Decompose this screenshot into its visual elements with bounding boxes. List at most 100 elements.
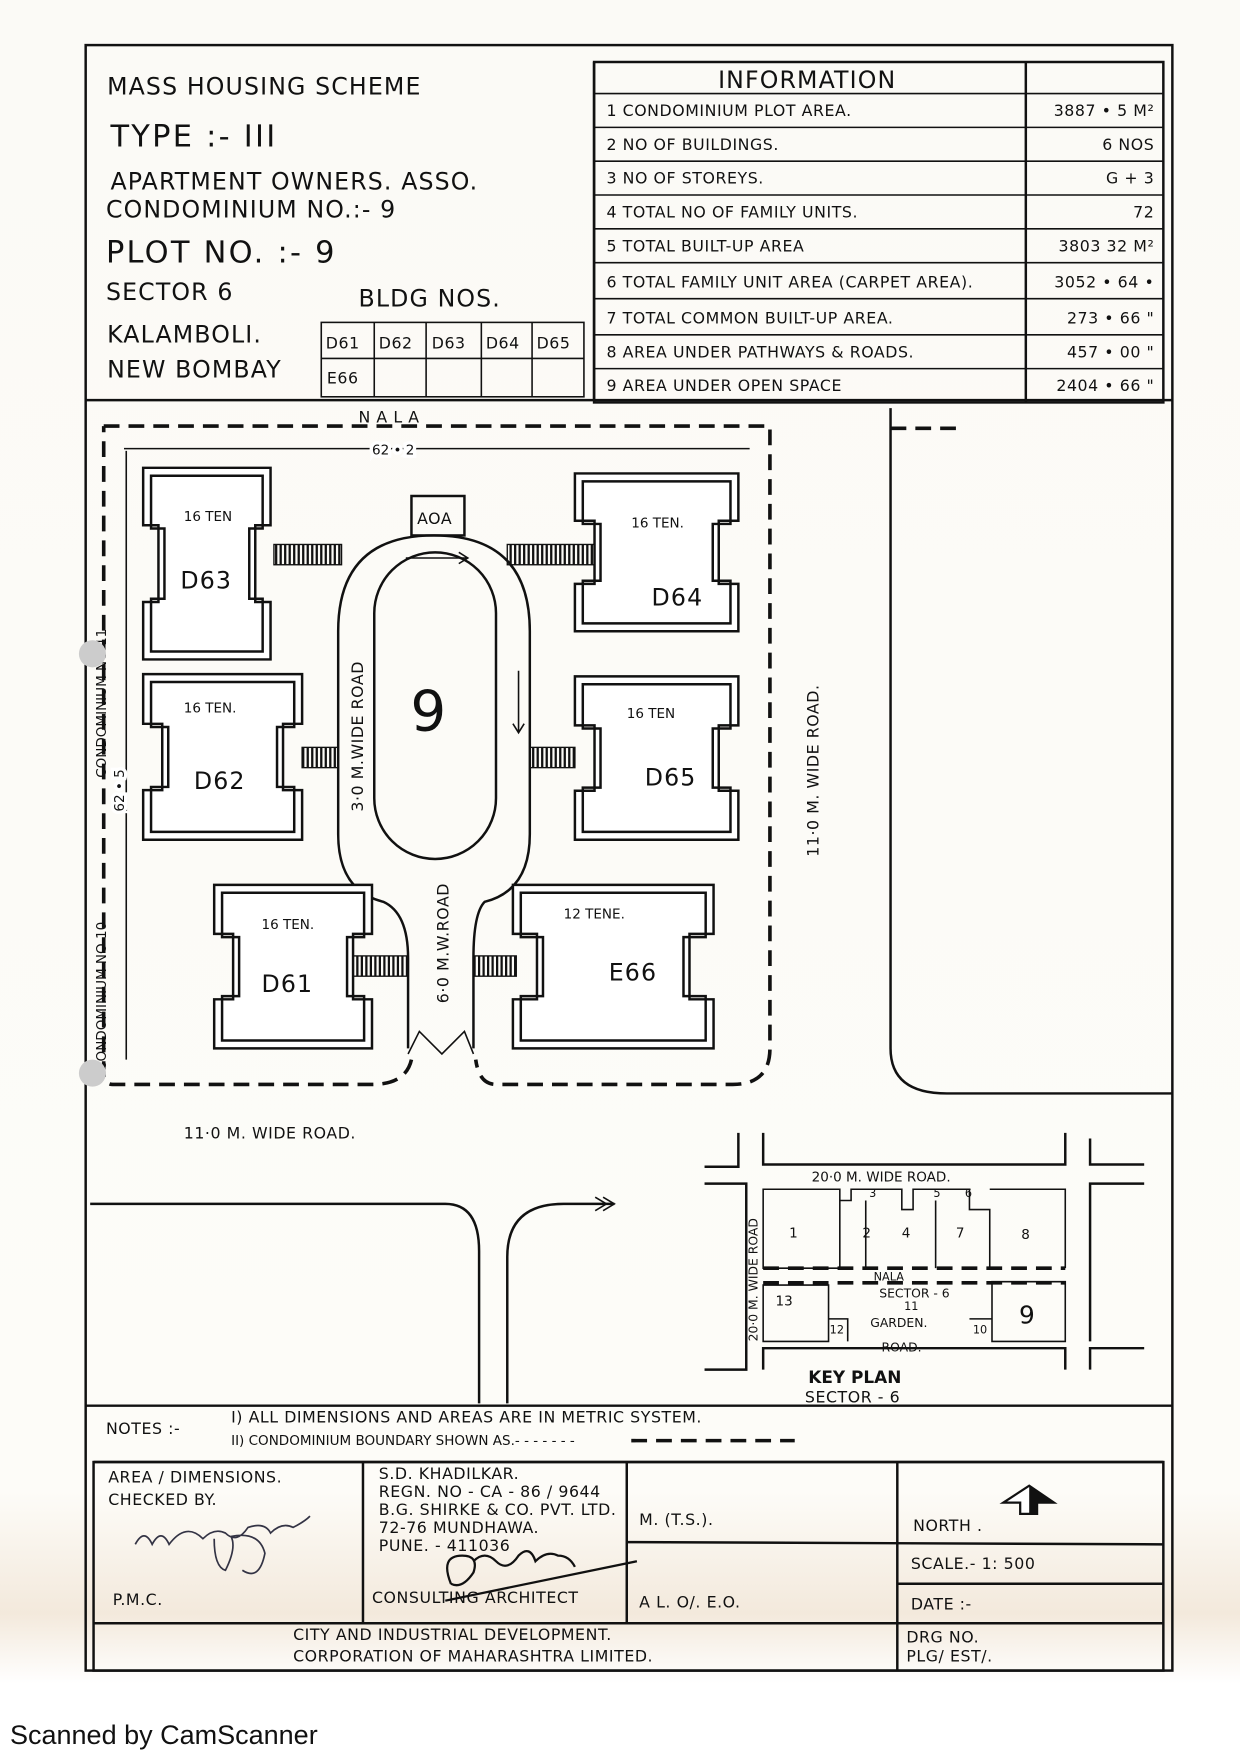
right-road-label: 11·0 M. WIDE ROAD. [803,684,822,856]
building-id: D61 [262,970,314,998]
tenement-label: 16 TEN. [184,700,237,716]
building-numbers-table: D61 D62 D63 D64 D65 E66 [320,321,585,398]
building-footprint [581,683,732,834]
building-footprint [573,472,740,633]
info-row-value: 3887 • 5 M² [1054,101,1155,120]
building-footprint [511,883,715,1050]
city-label: NEW BOMBAY [107,356,282,384]
key-garden: GARDEN. [870,1315,927,1330]
architect-line: B.G. SHIRKE & CO. PVT. LTD. [379,1500,617,1519]
info-row-label: 9 AREA UNDER OPEN SPACE [606,376,842,395]
drawing-number: PLG/ EST/. [906,1647,992,1666]
dimension-left: 62 • 5 [112,769,128,811]
aoa-building [410,494,466,537]
org-name: CITY AND INDUSTRIAL DEVELOPMENT. [293,1625,612,1644]
info-row-label: 4 TOTAL NO OF FAMILY UNITS. [606,203,858,222]
architect-signature [445,1549,638,1602]
info-row-value: 3803 32 M² [1059,236,1155,255]
building-id: E66 [609,959,657,987]
info-row-label: 2 NO OF BUILDINGS. [606,135,779,154]
left-neighbor-label: CONDOMINIUM NO 10 [94,922,110,1071]
arrow-icon [574,1196,616,1212]
plot-label: 6 [965,1187,972,1200]
inner-road-label: 3·0 M.WIDE ROAD [348,661,367,812]
info-row-value: 6 NOS [1102,135,1154,154]
information-header: INFORMATION [718,66,896,94]
info-row-value: 2404 • 66 " [1056,376,1154,395]
org-name: CORPORATION OF MAHARASHTRA LIMITED. [293,1647,653,1666]
plot-label: 3 [869,1187,876,1200]
site-plan: N A L A 62 • 2 62 • 5 CONDOMINIUM NO 11 … [78,408,1173,1404]
bldg-nos-label: BLDG NOS. [358,285,500,313]
aoa-label: AOA [417,509,452,528]
scanner-watermark: Scanned by CamScanner [10,1720,318,1750]
building-id: D63 [180,566,232,594]
building-footprint [220,891,366,1042]
information-table: INFORMATION 1 CONDOMINIUM PLOT AREA.3887… [592,60,1165,404]
walkway [472,955,517,977]
key-plan-title: KEY PLAN [808,1367,901,1387]
plot-label: 9 [1019,1300,1035,1329]
building-footprint [149,474,264,653]
note-2: II) CONDOMINIUM BOUNDARY SHOWN AS.- - - … [231,1433,575,1449]
internal-road [336,534,532,1049]
key-nala: NALA [874,1271,905,1284]
info-row-label: 3 NO OF STOREYS. [606,169,763,188]
condominium-label: CONDOMINIUM NO.:- 9 [106,196,396,224]
key-bottom-road: ROAD. [882,1340,922,1355]
scale-label: SCALE.- 1: 500 [911,1554,1036,1573]
neck-road-label: 6·0 M.W.ROAD [434,883,453,1003]
road-edge [506,1202,615,1404]
scheme-title: MASS HOUSING SCHEME [107,73,421,101]
key-sector: SECTOR - 6 [879,1285,950,1300]
plot-label: 7 [956,1226,965,1242]
north-label: NORTH . [913,1516,982,1535]
dimension-top: 62 • 2 [372,442,414,458]
pmc-label: P.M.C. [113,1590,163,1609]
architect-line: S.D. KHADILKAR. [379,1464,519,1483]
walkway [301,746,339,769]
walkway [273,543,343,566]
building-id: D62 [194,767,246,795]
bottom-road-label: 11·0 M. WIDE ROAD. [184,1124,356,1143]
key-plan-roads [704,1132,1145,1371]
plot-label: 10 [973,1324,987,1337]
plot-label: PLOT NO. :- 9 [106,236,337,271]
plot-label: 1 [789,1226,798,1242]
info-row-label: 5 TOTAL BUILT-UP AREA [606,236,804,255]
plot-label: 12 [830,1324,844,1337]
road-edge [90,1202,481,1404]
note-1: I) ALL DIMENSIONS AND AREAS ARE IN METRI… [231,1408,702,1427]
building-footprint [212,883,374,1050]
walkway [529,746,576,769]
building-footprint [141,466,272,661]
info-row-value: 457 • 00 " [1067,342,1154,361]
sector-label: SECTOR 6 [106,278,234,306]
key-plan: 20·0 M. WIDE ROAD. 20·0 M. WIDE ROAD 1 2… [704,1132,1145,1406]
tenement-label: 12 TENE. [564,907,625,923]
plot-label: 5 [933,1187,940,1200]
architect-line: 72-76 MUNDHAWA. [379,1518,539,1537]
key-left-road: 20·0 M. WIDE ROAD [746,1218,761,1341]
tenement-label: 16 TEN. [631,516,684,532]
association-label: APARTMENT OWNERS. ASSO. [110,167,478,195]
info-row-label: 8 AREA UNDER PATHWAYS & ROADS. [606,342,914,361]
info-row-value: 3052 • 64 • [1054,272,1154,291]
title-block: MASS HOUSING SCHEME TYPE :- III APARTMEN… [106,73,585,398]
plot-number: 9 [410,679,446,744]
key-garden-no: 11 [904,1300,918,1313]
checked-label: CHECKED BY. [108,1490,217,1509]
tenement-label: 16 TEN [627,706,675,722]
notes-label: NOTES :- [106,1419,180,1438]
plot-label: 4 [902,1226,911,1242]
bldg-cell: D62 [379,333,413,352]
key-top-road: 20·0 M. WIDE ROAD. [812,1169,951,1185]
date-label: DATE :- [911,1595,972,1614]
arrow-icon [405,551,470,565]
building-footprint [141,672,304,842]
info-row-label: 6 TOTAL FAMILY UNIT AREA (CARPET AREA). [606,272,973,291]
building-footprint [519,891,707,1042]
plot-label: 13 [776,1293,793,1309]
bldg-cell: D64 [486,333,520,352]
entrance-gate [407,1030,475,1056]
